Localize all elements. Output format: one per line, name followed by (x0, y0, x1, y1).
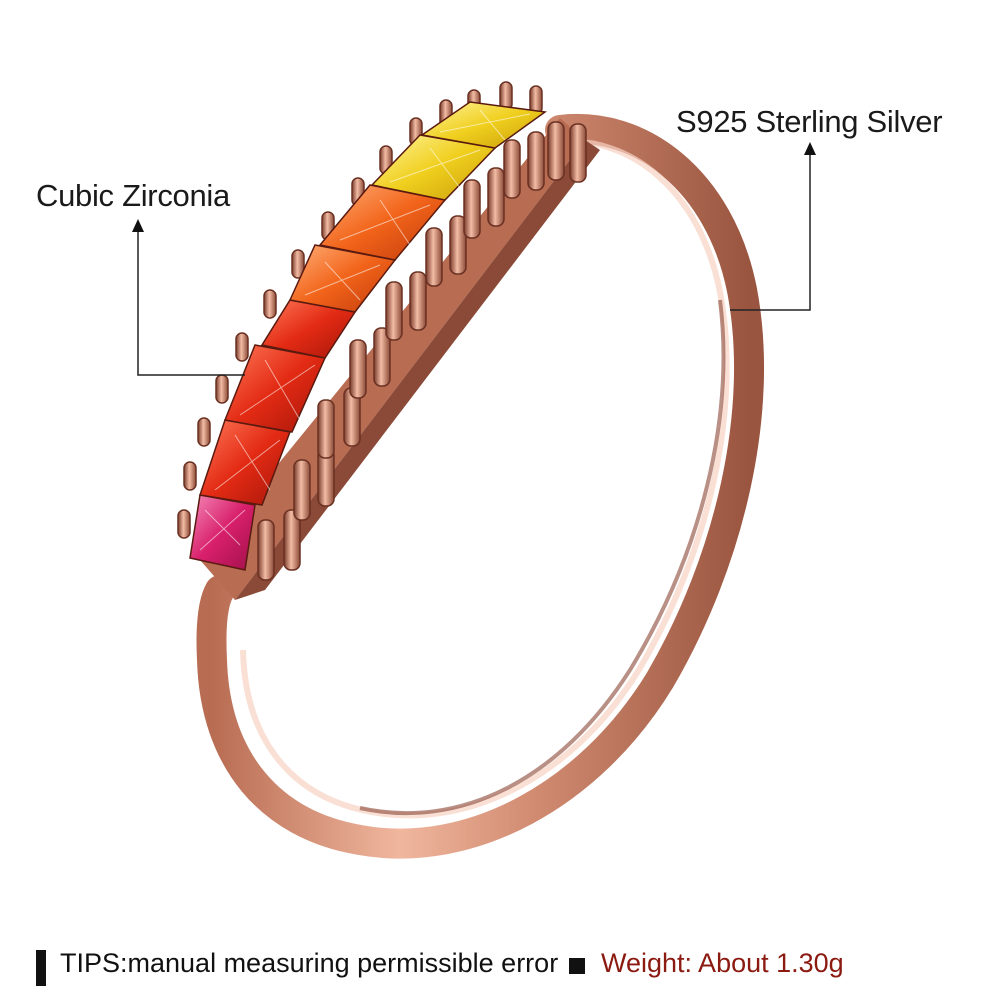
callout-line-stone (137, 232, 245, 376)
stone-pink (189, 494, 256, 571)
footer-info: TIPS:manual measuring permissible error … (0, 940, 1001, 1000)
stone-yellow-2 (420, 101, 547, 149)
metal-material-label: S925 Sterling Silver (676, 104, 943, 139)
callout-arrow-metal-icon (804, 142, 816, 155)
weight-square-icon (569, 958, 585, 974)
tips-bar-icon (36, 950, 46, 986)
ring-band (196, 113, 764, 859)
tips-text: TIPS:manual measuring permissible error (60, 948, 559, 978)
weight-text: Weight: About 1.30g (601, 948, 844, 978)
prongs-right (257, 121, 587, 581)
stone-material-label: Cubic Zirconia (36, 178, 230, 213)
callout-line-metal (730, 155, 811, 311)
cubic-zirconia-stones (189, 101, 547, 571)
callout-arrow-stone-icon (132, 219, 144, 232)
